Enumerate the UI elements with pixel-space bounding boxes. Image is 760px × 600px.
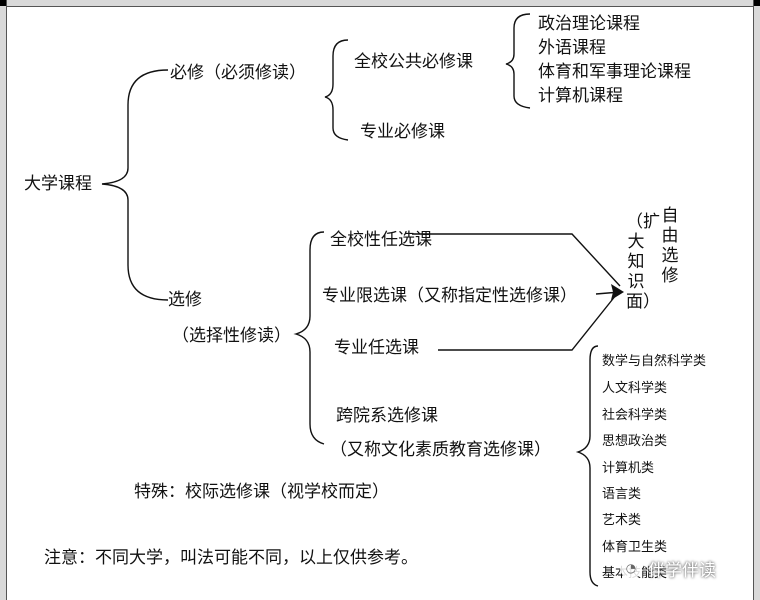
free-choice-left: （扩大知识面） — [626, 212, 660, 312]
disclaimer-note: 注意：不同大学，叫法可能不同，以上仅供参考。 — [44, 548, 418, 568]
frame-right — [753, 0, 760, 600]
elective-node: 选修 — [168, 290, 202, 310]
cross-college-note: （又称文化素质教育选修课） — [330, 440, 551, 460]
category-item: 体育卫生类 — [602, 540, 668, 555]
elective-brace — [293, 231, 325, 445]
major-required-node: 专业必修课 — [360, 122, 445, 142]
required-node: 必修（必须修读） — [170, 63, 306, 83]
public-required-node: 全校公共必修课 — [354, 52, 473, 72]
elective-item-major-free: 专业任选课 — [334, 338, 419, 358]
category-item: 思想政治类 — [602, 434, 668, 449]
categories-brace — [575, 345, 599, 587]
public-item-pe-military: 体育和军事理论课程 — [538, 62, 691, 82]
root-brace — [101, 69, 169, 301]
frame-corner — [0, 0, 6, 6]
category-item: 计算机类 — [602, 461, 655, 476]
special-note: 特殊：校际选修课（视学校而定） — [134, 482, 389, 502]
watermark-label: 伴学伴读 — [648, 560, 716, 581]
elective-sublabel: （选择性修读） — [172, 326, 291, 346]
chat-bubble-icon: ◔ — [620, 557, 642, 579]
category-item: 语言类 — [602, 487, 642, 502]
frame-top — [0, 0, 760, 7]
arrow-line-top — [412, 233, 621, 287]
elective-item-cross-college: 跨院系选修课 — [336, 406, 438, 426]
elective-item-major-limited: 专业限选课（又称指定性选修课） — [322, 286, 577, 306]
category-item: 人文科学类 — [602, 381, 668, 396]
arrow-line-bottom — [438, 289, 621, 351]
watermark: ◔ 伴学伴读 — [620, 555, 744, 581]
elective-item-university: 全校性任选课 — [330, 230, 432, 250]
free-choice-right: 自由选修 — [661, 206, 679, 286]
frame-left — [0, 0, 7, 600]
arrow-head — [611, 284, 624, 300]
category-item: 艺术类 — [602, 513, 642, 528]
public-brace — [505, 13, 531, 109]
root-node: 大学课程 — [24, 174, 92, 194]
category-item: 数学与自然科学类 — [602, 354, 707, 369]
required-brace — [324, 39, 349, 141]
public-item-computer: 计算机课程 — [538, 86, 623, 106]
frame-corner — [754, 0, 760, 6]
public-item-foreign-language: 外语课程 — [538, 38, 606, 58]
public-item-politics: 政治理论课程 — [538, 14, 640, 34]
category-item: 社会科学类 — [602, 408, 668, 423]
